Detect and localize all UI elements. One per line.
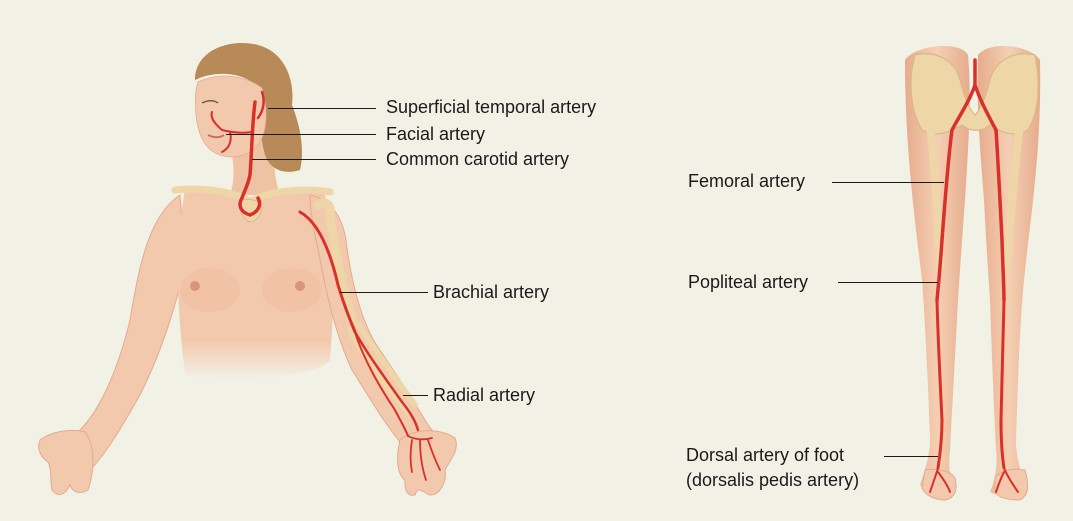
leader-superficial-temporal: [268, 108, 376, 109]
leader-brachial: [340, 292, 428, 293]
label-common-carotid-artery: Common carotid artery: [386, 149, 569, 170]
lower-body-figure: [905, 46, 1040, 500]
label-dorsal-artery-of-foot: Dorsal artery of foot: [686, 445, 844, 466]
leader-dorsal-foot: [884, 456, 938, 457]
leader-common-carotid: [252, 159, 376, 160]
label-brachial-artery: Brachial artery: [433, 282, 549, 303]
right-hand: [398, 431, 457, 496]
right-foot: [995, 469, 1028, 500]
face: [195, 76, 266, 157]
label-facial-artery: Facial artery: [386, 124, 485, 145]
label-femoral-artery: Femoral artery: [688, 171, 805, 192]
label-superficial-temporal-artery: Superficial temporal artery: [386, 97, 596, 118]
label-dorsalis-pedis-artery: (dorsalis pedis artery): [686, 470, 859, 491]
leader-facial: [226, 134, 376, 135]
leader-femoral: [832, 182, 944, 183]
left-hand: [39, 430, 93, 494]
leader-radial: [403, 395, 428, 396]
left-breast: [180, 268, 240, 312]
right-breast: [262, 268, 322, 312]
label-radial-artery: Radial artery: [433, 385, 535, 406]
left-arm: [50, 195, 185, 470]
label-popliteal-artery: Popliteal artery: [688, 272, 808, 293]
leader-popliteal: [838, 282, 938, 283]
